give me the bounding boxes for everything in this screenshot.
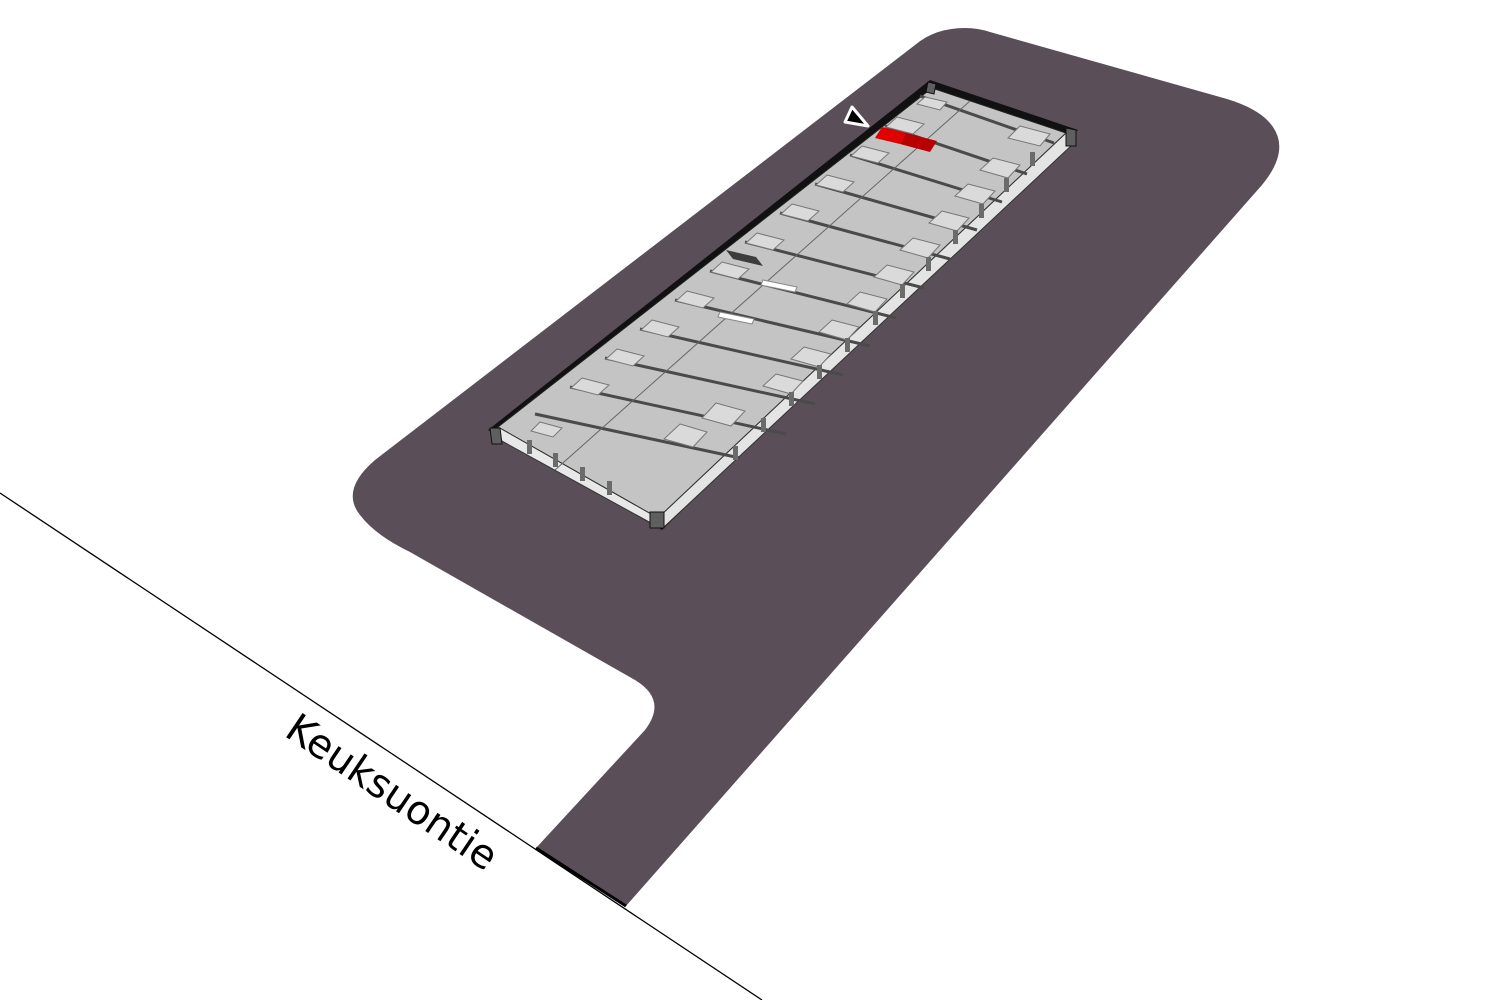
plot-street-edge [535, 846, 627, 908]
street-name-label: Keuksuontie [277, 705, 506, 880]
roof-vents [717, 279, 798, 325]
dark-roof-panel [726, 250, 763, 266]
roof-panels-front [663, 125, 1051, 448]
street-edge-line [0, 492, 763, 1000]
wall-pillars [527, 152, 1035, 495]
highlighted-unit[interactable] [875, 127, 937, 152]
end-caps [489, 81, 1077, 529]
entrance-marker-icon [843, 105, 870, 128]
roof-panels-back [530, 96, 948, 438]
plot-area [352, 28, 1280, 906]
